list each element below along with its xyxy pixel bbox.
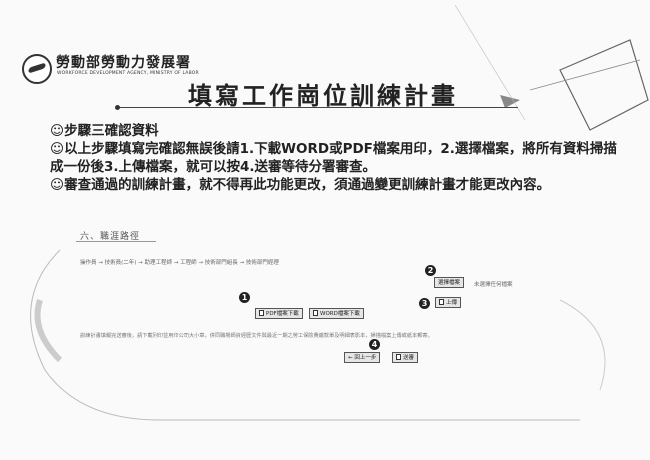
- word-download-label: WORD檔案下載: [320, 311, 360, 317]
- back-arrow-icon: ←: [348, 355, 355, 361]
- upload-icon: [439, 299, 444, 305]
- pdf-download-label: PDF檔案下載: [266, 311, 299, 317]
- submit-icon: [396, 354, 401, 360]
- title-line-dot: [115, 105, 120, 110]
- submission-note: 訓練計畫填報完送審後，請下載列印並用印公司大小章，併同職場師資經歷文件與最近一期…: [80, 333, 433, 339]
- choose-file-button[interactable]: 選擇檔案: [434, 277, 465, 288]
- section-underline: [76, 241, 156, 242]
- submit-label: 送審: [403, 355, 415, 361]
- back-button[interactable]: ← 回上一步: [344, 352, 381, 363]
- instructions-block: ☺步驟三確認資料 ☺以上步驟填寫完確認無誤後請1.下載WORD或PDF檔案用印，…: [50, 122, 630, 194]
- career-path-text: 操作員 → 技術員(二年) → 助理工程師 → 工程師 → 技術部門組長 → 技…: [80, 260, 279, 266]
- pdf-file-icon: [259, 310, 264, 316]
- section-title: 六、職涯路徑: [80, 232, 141, 242]
- upload-button[interactable]: 上傳: [435, 297, 462, 308]
- word-download-button[interactable]: WORD檔案下載: [309, 308, 364, 319]
- step-number-4: 4: [369, 339, 380, 350]
- step-number-2: 2: [425, 265, 436, 276]
- step-number-1: 1: [239, 292, 250, 303]
- org-name-en: WORKFORCE DEVELOPMENT AGENCY, MINISTRY O…: [57, 71, 199, 76]
- step-number-3: 3: [419, 298, 430, 309]
- instruction-step-heading: ☺步驟三確認資料: [50, 123, 159, 139]
- instruction-review-note: ☺審查通過的訓練計畫，就不得再此功能更改，須通過變更訓練計畫才能更改內容。: [50, 177, 551, 193]
- no-file-text: 未選擇任何檔案: [474, 282, 513, 288]
- word-file-icon: [313, 310, 318, 316]
- choose-file-label: 選擇檔案: [438, 280, 461, 286]
- pdf-download-button[interactable]: PDF檔案下載: [255, 308, 303, 319]
- submit-button[interactable]: 送審: [392, 352, 419, 363]
- page-title: 填寫工作崗位訓練計畫: [188, 82, 458, 110]
- back-label: 回上一步: [354, 355, 377, 361]
- org-name-cn: 勞動部勞動力發展署: [56, 55, 191, 71]
- title-underline: [118, 107, 518, 108]
- instruction-steps: ☺以上步驟填寫完確認無誤後請1.下載WORD或PDF檔案用印，2.選擇檔案，將所…: [50, 141, 617, 175]
- upload-label: 上傳: [446, 300, 458, 306]
- agency-logo-icon: [22, 54, 52, 84]
